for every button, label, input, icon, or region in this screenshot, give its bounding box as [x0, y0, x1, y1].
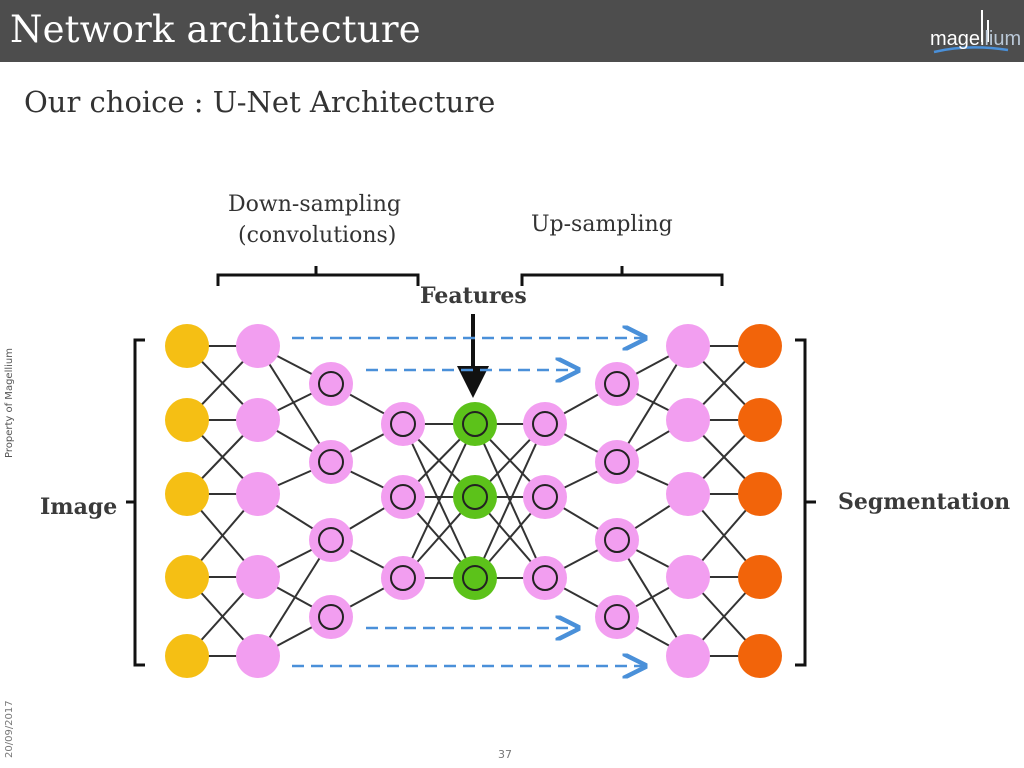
input-layer-node [165, 634, 209, 678]
features-layer-node [453, 556, 497, 600]
up-layer-2-node-ring [604, 527, 630, 553]
input-layer-node [165, 324, 209, 368]
network-nodes [165, 324, 782, 678]
segmentation-brace [795, 338, 816, 667]
up-layer-1-node [666, 472, 710, 516]
down-layer-1-node [236, 398, 280, 442]
down-layer-3-node [381, 402, 425, 446]
output-layer-node [738, 555, 782, 599]
network-edge [257, 539, 332, 657]
down-layer-1-node [236, 324, 280, 368]
up-layer-1-node [666, 398, 710, 442]
up-layer-3-node-ring [532, 484, 558, 510]
down-layer-2-node-ring [318, 527, 344, 553]
output-layer-node [738, 472, 782, 516]
up-layer-2-node-ring [604, 371, 630, 397]
down-layer-3-node [381, 556, 425, 600]
down-layer-2-node-ring [318, 371, 344, 397]
down-layer-2-node-ring [318, 449, 344, 475]
skip-connections [292, 338, 645, 666]
features-label: Features [420, 283, 527, 309]
down-sampling-brace [216, 266, 420, 286]
input-layer-node [165, 398, 209, 442]
logo-text-main: magel [930, 28, 985, 50]
up-layer-3-node [523, 556, 567, 600]
image-label: Image [40, 494, 118, 520]
up-layer-3-node [523, 475, 567, 519]
up-layer-2-node [595, 595, 639, 639]
up-layer-2-node [595, 440, 639, 484]
header-bar: Network architecture magellium [0, 0, 1024, 62]
network-edge [257, 345, 332, 463]
up-layer-2-node-ring [604, 449, 630, 475]
down-layer-2-node-ring [318, 604, 344, 630]
up-layer-1-node [666, 324, 710, 368]
logo-text-light: lium [984, 28, 1022, 50]
down-layer-1-node [236, 472, 280, 516]
network-edge [616, 345, 689, 463]
image-brace [126, 338, 145, 667]
output-layer-node [738, 398, 782, 442]
features-layer-node-ring [462, 484, 488, 510]
features-layer-node [453, 402, 497, 446]
up-layer-3-node-ring [532, 565, 558, 591]
down-sampling-label: Down-sampling [228, 192, 401, 217]
features-layer-node [453, 475, 497, 519]
down-layer-2-node [309, 518, 353, 562]
features-layer-node-ring [462, 565, 488, 591]
network-edge [474, 423, 546, 579]
down-layer-3-node [381, 475, 425, 519]
up-layer-3-node [523, 402, 567, 446]
up-layer-3-node-ring [532, 411, 558, 437]
down-layer-3-node-ring [390, 565, 416, 591]
up-layer-2-node [595, 518, 639, 562]
up-layer-1-node [666, 555, 710, 599]
network-edge [402, 423, 476, 579]
down-layer-1-node [236, 555, 280, 599]
up-layer-2-node-ring [604, 604, 630, 630]
input-layer-node [165, 472, 209, 516]
down-layer-2-node [309, 595, 353, 639]
down-layer-2-node [309, 440, 353, 484]
segmentation-label: Segmentation [838, 489, 1011, 515]
output-layer-node [738, 634, 782, 678]
page-number: 37 [498, 748, 512, 761]
output-layer-node [738, 324, 782, 368]
features-layer-node-ring [462, 411, 488, 437]
slide-subtitle: Our choice : U-Net Architecture [24, 85, 496, 119]
up-layer-2-node [595, 362, 639, 406]
up-sampling-brace [520, 266, 724, 286]
up-sampling-label: Up-sampling [531, 212, 673, 237]
down-layer-3-node-ring [390, 484, 416, 510]
down-layer-1-node [236, 634, 280, 678]
convolutions-label: (convolutions) [238, 223, 397, 248]
down-layer-2-node [309, 362, 353, 406]
slide-title: Network architecture [10, 8, 421, 51]
up-layer-1-node [666, 634, 710, 678]
input-layer-node [165, 555, 209, 599]
down-layer-3-node-ring [390, 411, 416, 437]
magellium-logo: magellium [928, 6, 1022, 58]
